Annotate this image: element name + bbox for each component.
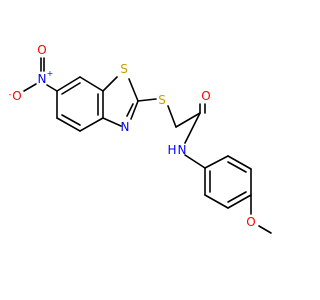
bond bbox=[227, 161, 247, 173]
bond bbox=[184, 154, 206, 169]
bond bbox=[61, 82, 81, 95]
bond bbox=[184, 112, 201, 144]
bond bbox=[102, 117, 122, 127]
bond bbox=[130, 100, 139, 120]
bond bbox=[258, 225, 272, 234]
bond bbox=[137, 98, 157, 102]
bond bbox=[23, 83, 37, 92]
charge-nitro-o-left: - bbox=[9, 90, 12, 99]
atom-labels-group: O O - N + S N S O N H O bbox=[9, 43, 256, 229]
bond bbox=[175, 112, 201, 128]
atom-amide-h: H bbox=[167, 143, 176, 157]
charge-nitro-n: + bbox=[47, 69, 54, 78]
atom-nitro-o-top: O bbox=[37, 43, 46, 57]
atom-thiazole-n: N bbox=[121, 120, 130, 134]
bond bbox=[79, 117, 104, 132]
atom-thioether-s: S bbox=[158, 93, 166, 107]
atom-amide-n: N bbox=[178, 143, 187, 157]
bond bbox=[128, 78, 139, 102]
atom-carbonyl-o: O bbox=[201, 89, 210, 103]
atom-thiazole-s: S bbox=[120, 62, 128, 76]
atom-methoxy-o: O bbox=[246, 215, 255, 229]
bond bbox=[204, 155, 229, 169]
bond bbox=[204, 194, 229, 209]
bond bbox=[46, 84, 58, 92]
molecule-diagram: O O - N + S N S O N H O bbox=[9, 43, 272, 234]
bond bbox=[56, 117, 81, 132]
bonds-group bbox=[23, 57, 272, 234]
atom-nitro-n: N bbox=[38, 72, 47, 86]
bond bbox=[126, 103, 134, 117]
bond bbox=[227, 194, 252, 209]
bond bbox=[227, 155, 252, 170]
atom-nitro-o-left: O bbox=[12, 89, 21, 103]
bond bbox=[61, 114, 81, 126]
bond bbox=[56, 76, 81, 92]
bond bbox=[167, 105, 177, 128]
bond bbox=[102, 76, 118, 92]
bond bbox=[227, 191, 247, 203]
bond bbox=[79, 76, 104, 92]
